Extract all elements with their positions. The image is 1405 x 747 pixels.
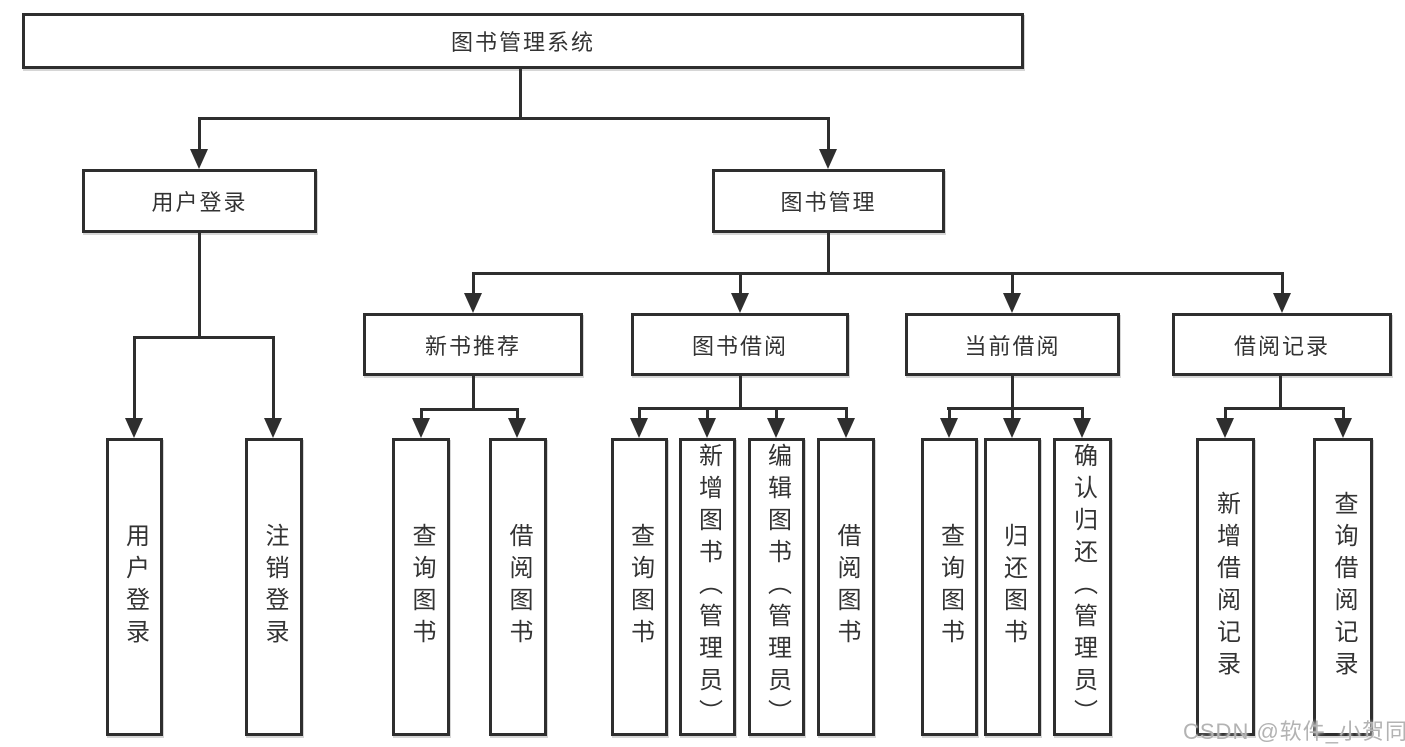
connector-line [947, 407, 1084, 410]
leaf-user-login: 用户登录 [106, 438, 163, 736]
connector-line [420, 408, 519, 411]
arrowhead-icon [731, 293, 749, 313]
arrowhead-icon [1003, 418, 1021, 438]
connector-line [1281, 272, 1284, 294]
leaf-edit-books-admin-label: 编辑图书（管理员） [763, 443, 791, 731]
arrowhead-icon [1273, 293, 1291, 313]
arrowhead-icon [767, 418, 785, 438]
connector-line [1224, 407, 1344, 410]
leaf-query-books-current: 查询图书 [921, 438, 978, 736]
leaf-borrow-books-label: 借阅图书 [833, 523, 860, 651]
arrowhead-icon [1073, 418, 1091, 438]
node-new-book-recommend-label: 新书推荐 [424, 333, 521, 359]
arrowhead-icon [464, 293, 482, 313]
arrowhead-icon [1216, 418, 1234, 438]
connector-line [420, 408, 423, 418]
connector-line [706, 407, 709, 418]
connector-line [198, 117, 201, 150]
node-root: 图书管理系统 [22, 13, 1024, 69]
arrowhead-icon [1003, 293, 1021, 313]
connector-line [198, 117, 830, 120]
leaf-query-books-borrow-label: 查询图书 [626, 523, 654, 651]
arrowhead-icon [508, 418, 526, 438]
leaf-add-borrow-record-label: 新增借阅记录 [1212, 491, 1240, 683]
arrowhead-icon [698, 418, 716, 438]
leaf-logout-login: 注销登录 [245, 438, 303, 736]
node-book-borrow: 图书借阅 [631, 313, 849, 376]
connector-line [1011, 272, 1014, 294]
node-current-borrow-label: 当前借阅 [964, 333, 1061, 359]
leaf-return-books: 归还图书 [984, 438, 1041, 736]
leaf-borrow-books-recommend: 借阅图书 [489, 438, 547, 736]
node-borrow-records-label: 借阅记录 [1233, 333, 1330, 359]
leaf-borrow-books: 借阅图书 [817, 438, 875, 736]
arrowhead-icon [412, 418, 430, 438]
leaf-add-books-admin-label: 新增图书（管理员） [694, 443, 722, 731]
node-book-management-label: 图书管理 [780, 190, 877, 215]
node-root-label: 图书管理系统 [450, 30, 595, 55]
leaf-borrow-books-recommend-label: 借阅图书 [505, 523, 532, 651]
arrowhead-icon [837, 418, 855, 438]
leaf-query-borrow-record-label: 查询借阅记录 [1330, 491, 1357, 683]
leaf-add-borrow-record: 新增借阅记录 [1196, 438, 1255, 736]
connector-line [827, 117, 830, 150]
node-current-borrow: 当前借阅 [905, 313, 1120, 376]
connector-line [1279, 376, 1282, 407]
connector-line [198, 232, 201, 336]
arrowhead-icon [630, 418, 648, 438]
arrowhead-icon [1334, 418, 1352, 438]
connector-line [133, 336, 275, 339]
leaf-logout-login-label: 注销登录 [261, 523, 288, 651]
leaf-confirm-return-admin-label: 确认归还（管理员） [1069, 443, 1097, 731]
arrowhead-icon [125, 418, 143, 438]
connector-line [948, 407, 951, 418]
connector-line [472, 272, 475, 294]
connector-line [739, 376, 742, 407]
leaf-query-books-recommend: 查询图书 [392, 438, 450, 736]
arrowhead-icon [819, 149, 837, 169]
csdn-watermark: CSDN @软件_小贺同学 [1183, 719, 1405, 744]
node-borrow-records: 借阅记录 [1172, 313, 1392, 376]
arrowhead-icon [940, 418, 958, 438]
connector-line [1011, 407, 1014, 418]
node-user-login-label: 用户登录 [151, 190, 248, 215]
connector-line [1224, 407, 1227, 418]
connector-line [827, 233, 830, 272]
connector-line [775, 407, 778, 418]
leaf-edit-books-admin: 编辑图书（管理员） [748, 438, 805, 736]
leaf-add-books-admin: 新增图书（管理员） [679, 438, 736, 736]
connector-line [133, 336, 136, 418]
node-book-borrow-label: 图书借阅 [691, 333, 788, 359]
leaf-query-books-current-label: 查询图书 [936, 523, 964, 651]
node-book-management: 图书管理 [712, 169, 945, 233]
node-new-book-recommend: 新书推荐 [363, 313, 583, 376]
connector-line [519, 69, 522, 117]
connector-line [1342, 407, 1345, 418]
leaf-query-books-borrow: 查询图书 [611, 438, 668, 736]
connector-line [1081, 407, 1084, 418]
leaf-query-borrow-record: 查询借阅记录 [1313, 438, 1373, 736]
leaf-user-login-label: 用户登录 [121, 523, 149, 651]
connector-line [472, 376, 475, 408]
node-user-login: 用户登录 [82, 169, 317, 233]
leaf-query-books-recommend-label: 查询图书 [408, 523, 435, 651]
connector-line [845, 407, 848, 418]
connector-line [638, 407, 848, 410]
connector-line [272, 336, 275, 418]
arrowhead-icon [190, 149, 208, 169]
arrowhead-icon [264, 418, 282, 438]
connector-line [472, 272, 1283, 275]
connector-line [638, 407, 641, 418]
connector-line [516, 408, 519, 418]
leaf-return-books-label: 归还图书 [999, 523, 1027, 651]
leaf-confirm-return-admin: 确认归还（管理员） [1053, 438, 1112, 736]
connector-line [1011, 376, 1014, 407]
connector-line [739, 272, 742, 294]
